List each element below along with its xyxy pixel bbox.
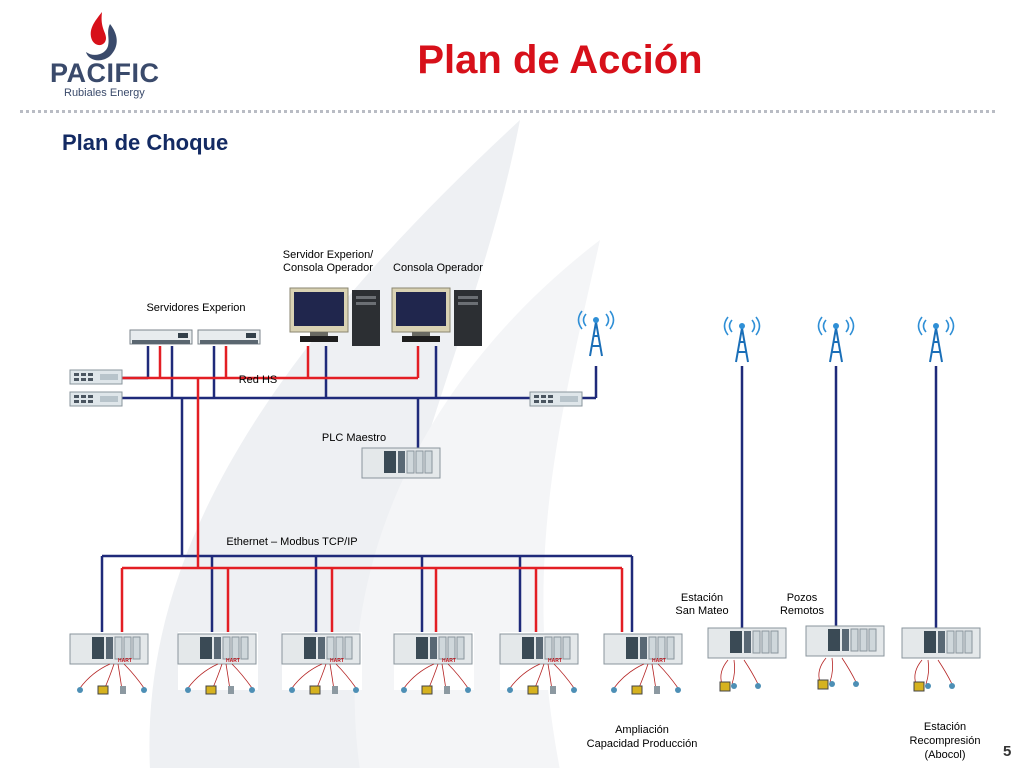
radio-tower-2 xyxy=(723,316,761,363)
operator-station-1 xyxy=(289,287,381,347)
label-recompresion-1: Estación xyxy=(924,721,966,733)
label-servidor-consola-l2: Consola Operador xyxy=(283,262,373,274)
field-rtu-3 xyxy=(282,632,362,694)
operator-station-2 xyxy=(391,287,483,347)
remote-rtu-pozos xyxy=(806,626,884,689)
field-rtu-5 xyxy=(500,632,580,694)
field-rtu-1 xyxy=(70,632,150,694)
network-switch-left-top xyxy=(69,369,123,385)
label-recompresion-2: Recompresión xyxy=(910,735,981,747)
network-switch-left-bottom xyxy=(69,391,123,407)
label-red-hs: Red HS xyxy=(239,374,278,386)
label-servidor-consola: Servidor Experion/ xyxy=(283,249,374,261)
page-title: Plan de Acción xyxy=(417,38,703,82)
logo-wordmark: PACIFIC xyxy=(50,58,160,88)
label-ampliacion-1: Ampliación xyxy=(615,724,669,736)
page-number: 5 xyxy=(1003,743,1012,760)
network-switch-right xyxy=(529,391,583,407)
radio-tower-1 xyxy=(577,310,615,357)
label-plc-maestro: PLC Maestro xyxy=(322,432,386,444)
label-san-mateo-2: San Mateo xyxy=(675,605,728,617)
field-rtu-2 xyxy=(178,632,258,694)
pacific-logo xyxy=(86,12,117,61)
radio-tower-4 xyxy=(917,316,955,363)
remote-rtu-san-mateo xyxy=(708,628,786,691)
radio-tower-3 xyxy=(817,316,855,363)
experion-server-1 xyxy=(129,329,193,345)
label-recompresion-3: (Abocol) xyxy=(925,749,966,761)
logo-subtitle: Rubiales Energy xyxy=(64,87,145,99)
label-ampliacion-2: Capacidad Producción xyxy=(587,738,698,750)
label-consola-operador: Consola Operador xyxy=(393,262,483,274)
field-rtu-6 xyxy=(604,632,684,694)
label-servidores-experion: Servidores Experion xyxy=(146,302,245,314)
label-pozos-2: Remotos xyxy=(780,605,825,617)
field-rtu-4 xyxy=(394,632,474,694)
label-pozos-1: Pozos xyxy=(787,592,818,604)
experion-server-2 xyxy=(197,329,261,345)
section-subtitle: Plan de Choque xyxy=(62,130,229,155)
plc-maestro xyxy=(361,447,441,479)
dotted-divider xyxy=(20,110,995,113)
remote-rtu-recompresion xyxy=(902,628,980,691)
label-ethernet: Ethernet – Modbus TCP/IP xyxy=(226,536,357,548)
label-san-mateo-1: Estación xyxy=(681,592,723,604)
